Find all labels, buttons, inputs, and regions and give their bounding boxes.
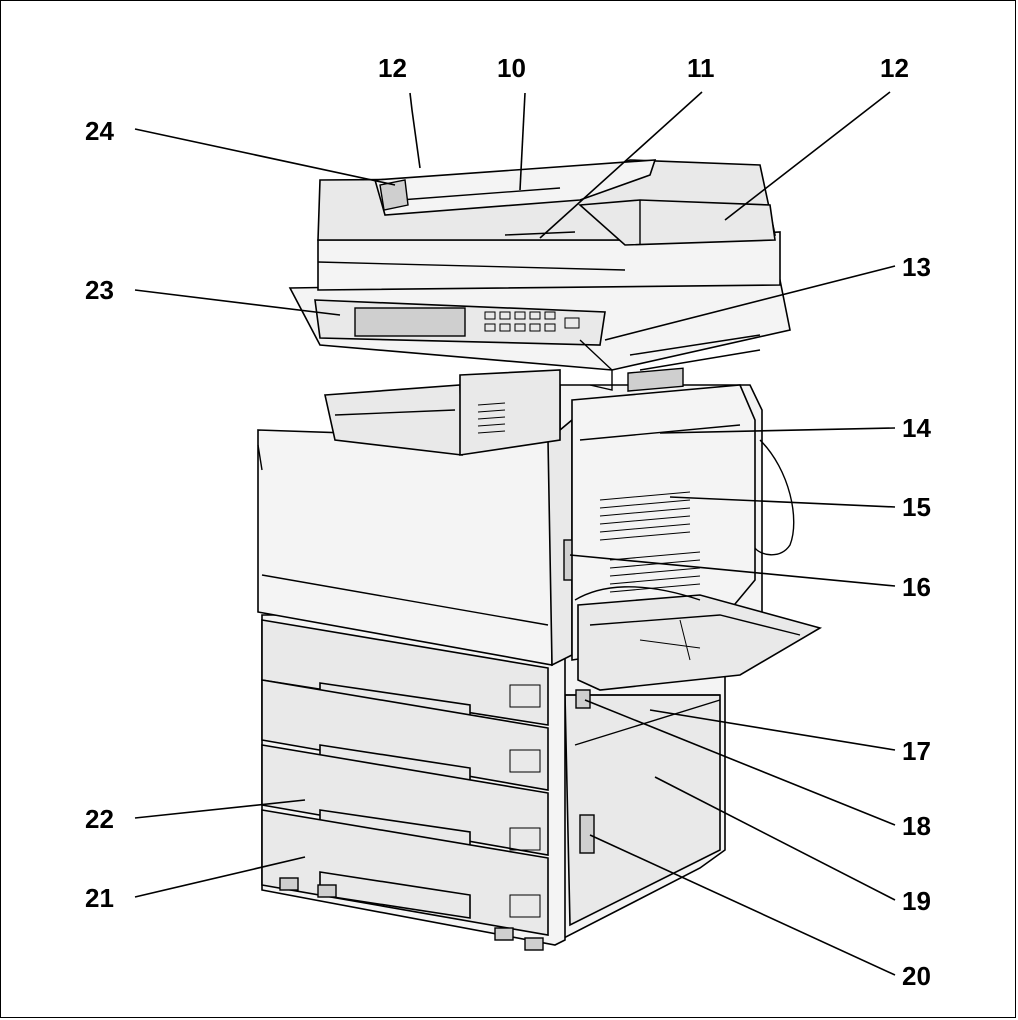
callout-21: 21 xyxy=(85,883,114,913)
callout-15: 15 xyxy=(902,492,931,522)
vent-grille xyxy=(477,402,506,434)
callout-24: 24 xyxy=(85,116,114,146)
side-vent xyxy=(599,491,701,593)
tray-2 xyxy=(261,679,549,791)
callout-16: 16 xyxy=(902,572,931,602)
callout-18: 18 xyxy=(902,811,931,841)
callout-14: 14 xyxy=(902,413,931,443)
tray-1 xyxy=(261,619,549,726)
keypad xyxy=(484,311,580,332)
bypass-tray xyxy=(577,594,823,691)
callout-20: 20 xyxy=(902,961,931,991)
callout-labels: 12 10 11 12 24 13 23 14 15 16 17 18 22 1… xyxy=(85,53,931,991)
callout-10: 10 xyxy=(497,53,526,83)
callout-23: 23 xyxy=(85,275,114,305)
leader-lines xyxy=(134,91,896,976)
tray-3 xyxy=(261,744,549,856)
tray-4 xyxy=(261,809,549,936)
callout-17: 17 xyxy=(902,736,931,766)
callout-22: 22 xyxy=(85,804,114,834)
callout-12a: 12 xyxy=(378,53,407,83)
callout-11: 11 xyxy=(687,53,715,83)
callout-19: 19 xyxy=(902,886,931,916)
callout-13: 13 xyxy=(902,252,931,282)
copier-illustration xyxy=(257,159,823,951)
callout-12b: 12 xyxy=(880,53,909,83)
